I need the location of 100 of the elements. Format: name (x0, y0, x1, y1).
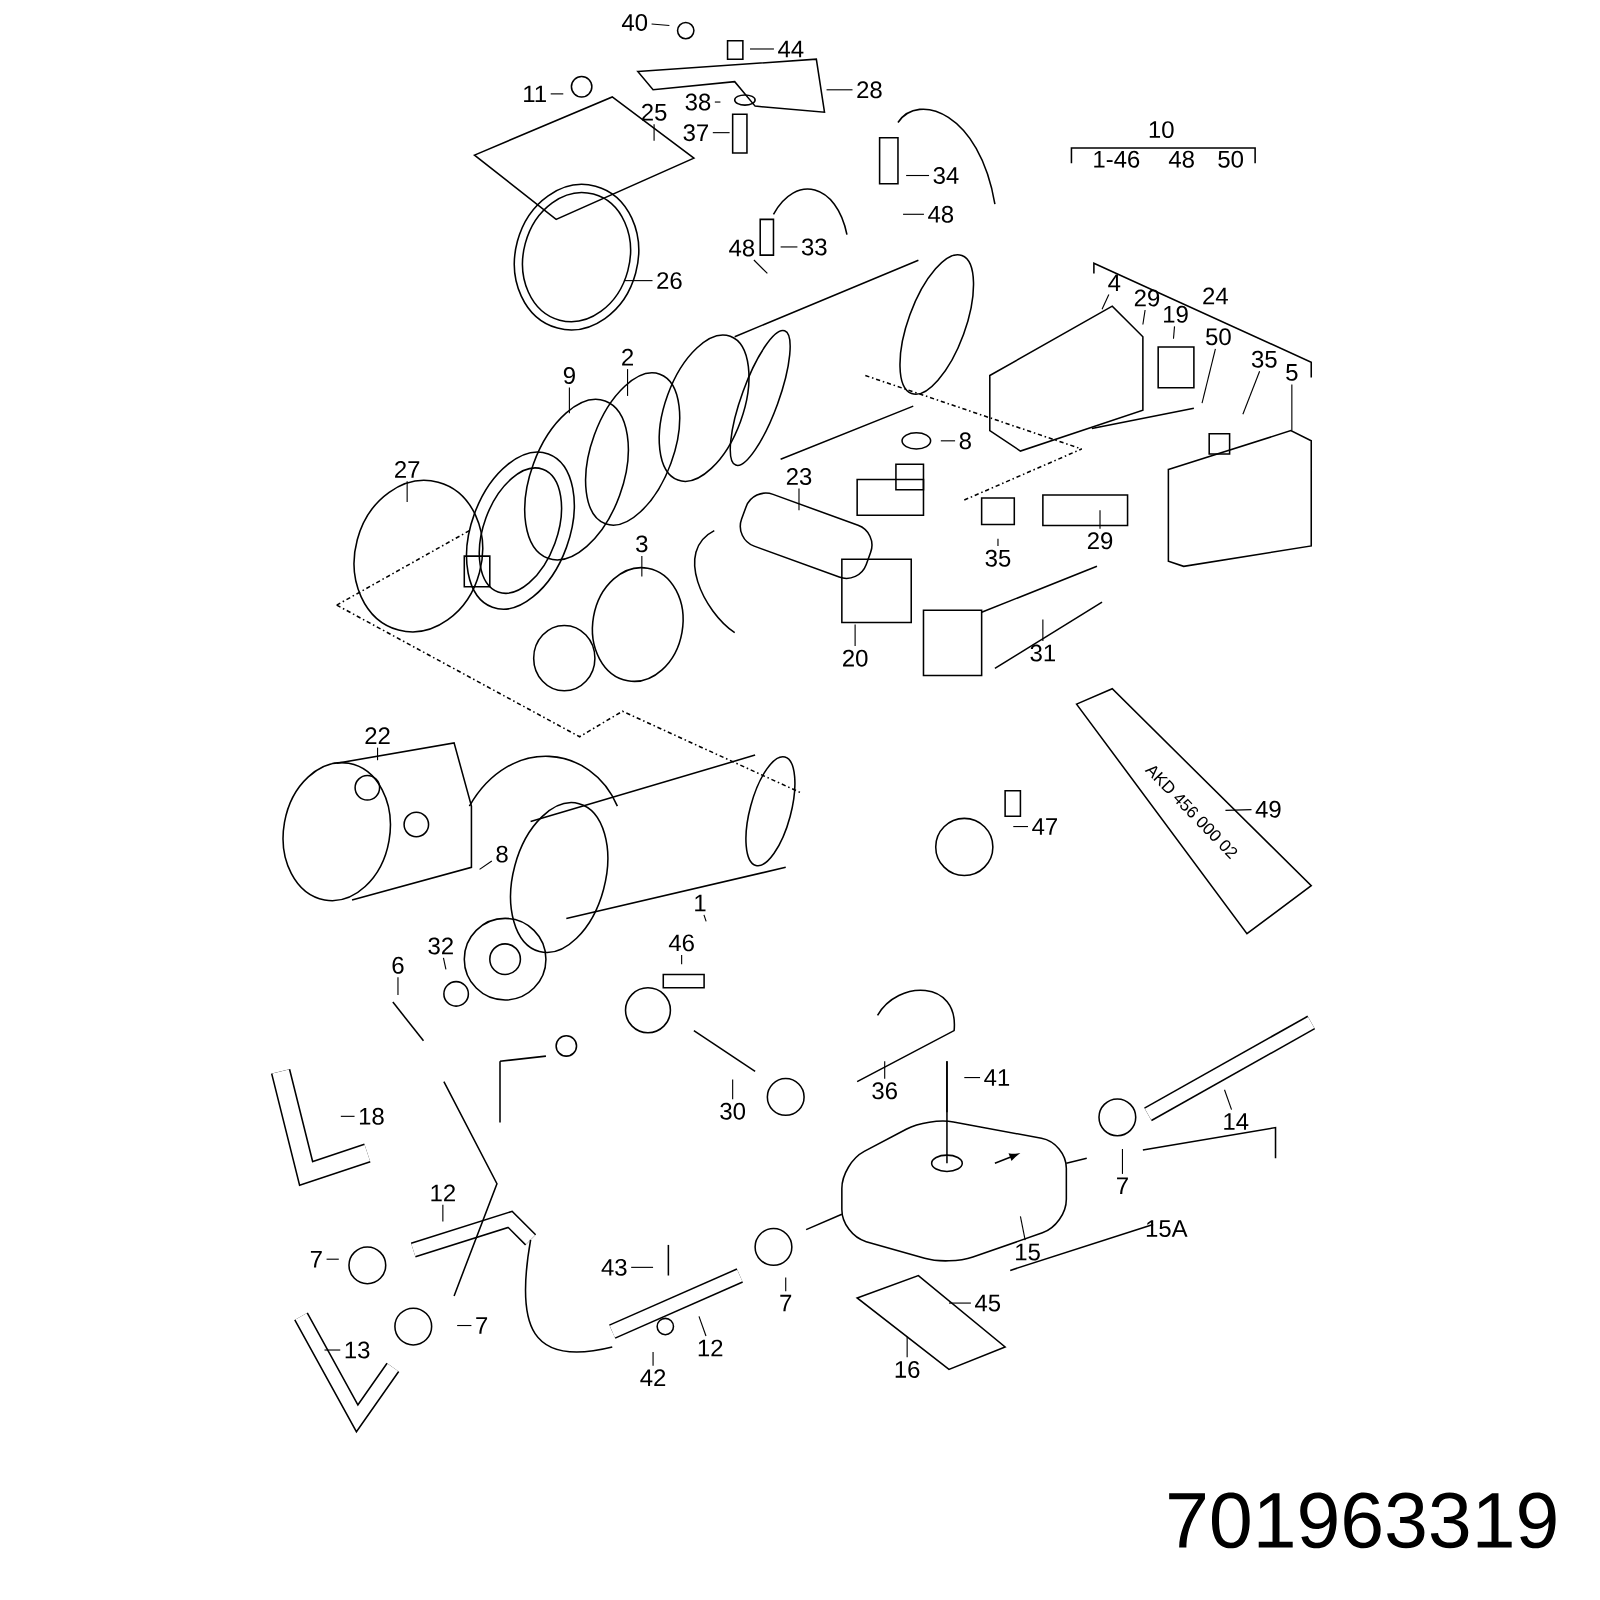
leader-line (753, 259, 768, 275)
leader-line (703, 914, 707, 922)
callout-number: 12 (431, 1184, 455, 1202)
leader-line (825, 89, 854, 91)
callout-range: 1-46 (1094, 150, 1140, 168)
callout-number: 7 (476, 1317, 488, 1334)
callout-number: 28 (857, 81, 882, 99)
leader-line (714, 101, 721, 103)
leader-line (1042, 618, 1044, 642)
callout-number: 7 (1117, 1177, 1128, 1194)
leader-line (623, 280, 654, 282)
leader-line (1099, 509, 1101, 530)
callout-number: 2 (622, 348, 633, 366)
callout-number: 48 (1168, 150, 1194, 168)
leader-line (1291, 383, 1293, 432)
leader-line (1101, 293, 1110, 310)
callout-number: 7 (310, 1250, 322, 1268)
callout-number: 32 (428, 937, 453, 955)
callout-number: 5 (1286, 364, 1298, 381)
leader-line (948, 1302, 972, 1304)
leader-line (568, 387, 570, 414)
leader-line (1172, 325, 1176, 340)
leader-line (749, 48, 775, 50)
leader-line (712, 132, 731, 134)
callout-number: 22 (365, 727, 390, 745)
callout-number: 7 (780, 1294, 792, 1312)
callout-number: 38 (685, 93, 711, 111)
callout-number: 50 (1206, 328, 1231, 346)
bracket-label: 15A (1146, 1220, 1188, 1237)
leader-line (681, 954, 683, 965)
callout-number: 46 (668, 934, 694, 952)
callout-number: 3 (636, 535, 648, 553)
leader-line (1121, 1148, 1124, 1175)
callout-number: 35 (985, 549, 1011, 567)
leader-line (1223, 1089, 1233, 1111)
bracket-label: 24 (1203, 287, 1228, 305)
leader-line (323, 1349, 341, 1351)
leader-line (780, 246, 798, 248)
callout-number: 14 (1224, 1113, 1249, 1130)
callout-number: 6 (392, 956, 404, 974)
callout-number: 27 (395, 461, 420, 478)
callout-number: 16 (895, 1360, 920, 1378)
part-number: 701963319 (1169, 1492, 1556, 1549)
leader-line (884, 1060, 886, 1080)
leader-line (641, 555, 643, 578)
callout-number: 8 (496, 845, 508, 863)
leader-line (1142, 309, 1146, 326)
leader-line (906, 1336, 908, 1358)
callout-number: 41 (984, 1069, 1010, 1086)
leader-line (397, 976, 399, 996)
callout-number: 18 (359, 1107, 384, 1125)
leader-line (627, 368, 629, 397)
bracket-label: 10 (1149, 121, 1174, 139)
leader-line (905, 174, 930, 177)
leader-line (1201, 348, 1216, 404)
leader-line (997, 538, 999, 547)
callout-number: 25 (642, 103, 667, 121)
leader-line (326, 1258, 340, 1260)
callout-number: 23 (786, 468, 812, 485)
leader-line (1242, 370, 1261, 415)
callout-number: 12 (698, 1339, 723, 1357)
leader-line (651, 23, 670, 27)
leader-line (940, 440, 956, 442)
callout-number: 26 (657, 272, 682, 290)
leader-line (377, 747, 379, 761)
callout-number: 40 (621, 14, 648, 31)
leader-line (479, 860, 493, 870)
leader-line (1012, 825, 1029, 828)
callout-number: 13 (345, 1341, 370, 1359)
leader-line (963, 1077, 981, 1079)
callout-number: 29 (1134, 289, 1160, 307)
callout-number: 4 (1108, 274, 1121, 291)
leader-line (442, 1204, 444, 1222)
callout-number: 19 (1164, 305, 1188, 323)
callout-number: 8 (959, 432, 971, 450)
callout-number: 42 (640, 1369, 666, 1386)
callout-number: 15 (1016, 1243, 1040, 1261)
callout-number: 9 (563, 367, 575, 384)
leader-line (1224, 809, 1253, 811)
leader-line (698, 1315, 707, 1337)
callout-number: 47 (1032, 818, 1057, 835)
leader-line (652, 1351, 654, 1367)
leader-line (1019, 1215, 1026, 1241)
callout-number: 43 (601, 1258, 627, 1276)
leader-line (653, 123, 655, 142)
leader-line (550, 93, 564, 95)
callout-number: 31 (1030, 644, 1055, 662)
leader-line (854, 623, 856, 647)
callout-number: 45 (975, 1294, 1001, 1312)
leader-line (340, 1115, 356, 1117)
callout-number: 48 (729, 239, 755, 257)
callout-number: 11 (524, 85, 546, 103)
callout-number: 49 (1255, 800, 1281, 818)
leader-line (630, 1266, 654, 1268)
callout-number: 30 (720, 1102, 746, 1120)
callout-number: 37 (683, 124, 708, 142)
leader-line (442, 957, 447, 970)
callout-number: 33 (801, 238, 827, 256)
callout-number: 34 (933, 167, 959, 184)
callout-number: 50 (1218, 150, 1243, 168)
